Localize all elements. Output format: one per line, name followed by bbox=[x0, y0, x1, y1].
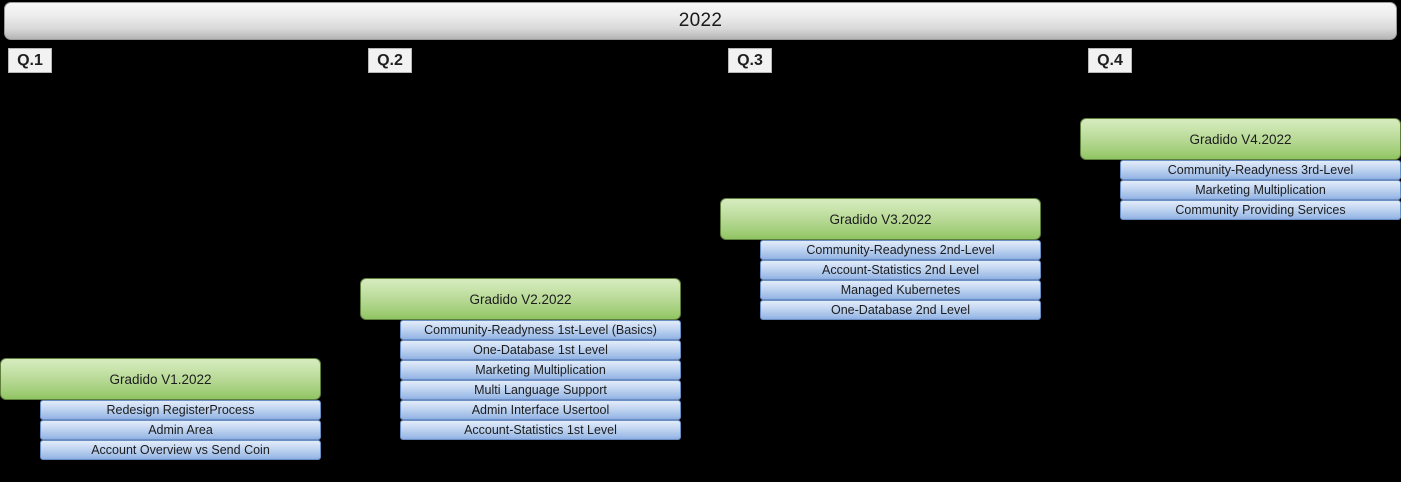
release-item-list-v2: Community-Readyness 1st-Level (Basics)On… bbox=[400, 320, 681, 440]
release-item[interactable]: Multi Language Support bbox=[400, 380, 681, 400]
release-header-v3[interactable]: Gradido V3.2022 bbox=[720, 198, 1041, 240]
release-item[interactable]: Account-Statistics 1st Level bbox=[400, 420, 681, 440]
release-item[interactable]: Marketing Multiplication bbox=[400, 360, 681, 380]
release-item[interactable]: Community-Readyness 2nd-Level bbox=[760, 240, 1041, 260]
quarter-label-2: Q.2 bbox=[368, 48, 412, 73]
release-item[interactable]: One-Database 2nd Level bbox=[760, 300, 1041, 320]
year-title: 2022 bbox=[678, 10, 723, 31]
release-item[interactable]: One-Database 1st Level bbox=[400, 340, 681, 360]
release-item[interactable]: Admin Interface Usertool bbox=[400, 400, 681, 420]
release-item[interactable]: Managed Kubernetes bbox=[760, 280, 1041, 300]
release-header-v4[interactable]: Gradido V4.2022 bbox=[1080, 118, 1401, 160]
release-item[interactable]: Community-Readyness 1st-Level (Basics) bbox=[400, 320, 681, 340]
release-item[interactable]: Marketing Multiplication bbox=[1120, 180, 1401, 200]
release-header-v1[interactable]: Gradido V1.2022 bbox=[0, 358, 321, 400]
release-item[interactable]: Redesign RegisterProcess bbox=[40, 400, 321, 420]
release-item[interactable]: Account-Statistics 2nd Level bbox=[760, 260, 1041, 280]
release-item[interactable]: Account Overview vs Send Coin bbox=[40, 440, 321, 460]
quarter-label-3: Q.3 bbox=[728, 48, 772, 73]
release-item[interactable]: Admin Area bbox=[40, 420, 321, 440]
year-header-bar: 2022 bbox=[4, 2, 1397, 40]
quarter-label-1: Q.1 bbox=[8, 48, 52, 73]
release-item[interactable]: Community-Readyness 3rd-Level bbox=[1120, 160, 1401, 180]
quarter-label-4: Q.4 bbox=[1088, 48, 1132, 73]
release-item[interactable]: Community Providing Services bbox=[1120, 200, 1401, 220]
release-header-v2[interactable]: Gradido V2.2022 bbox=[360, 278, 681, 320]
